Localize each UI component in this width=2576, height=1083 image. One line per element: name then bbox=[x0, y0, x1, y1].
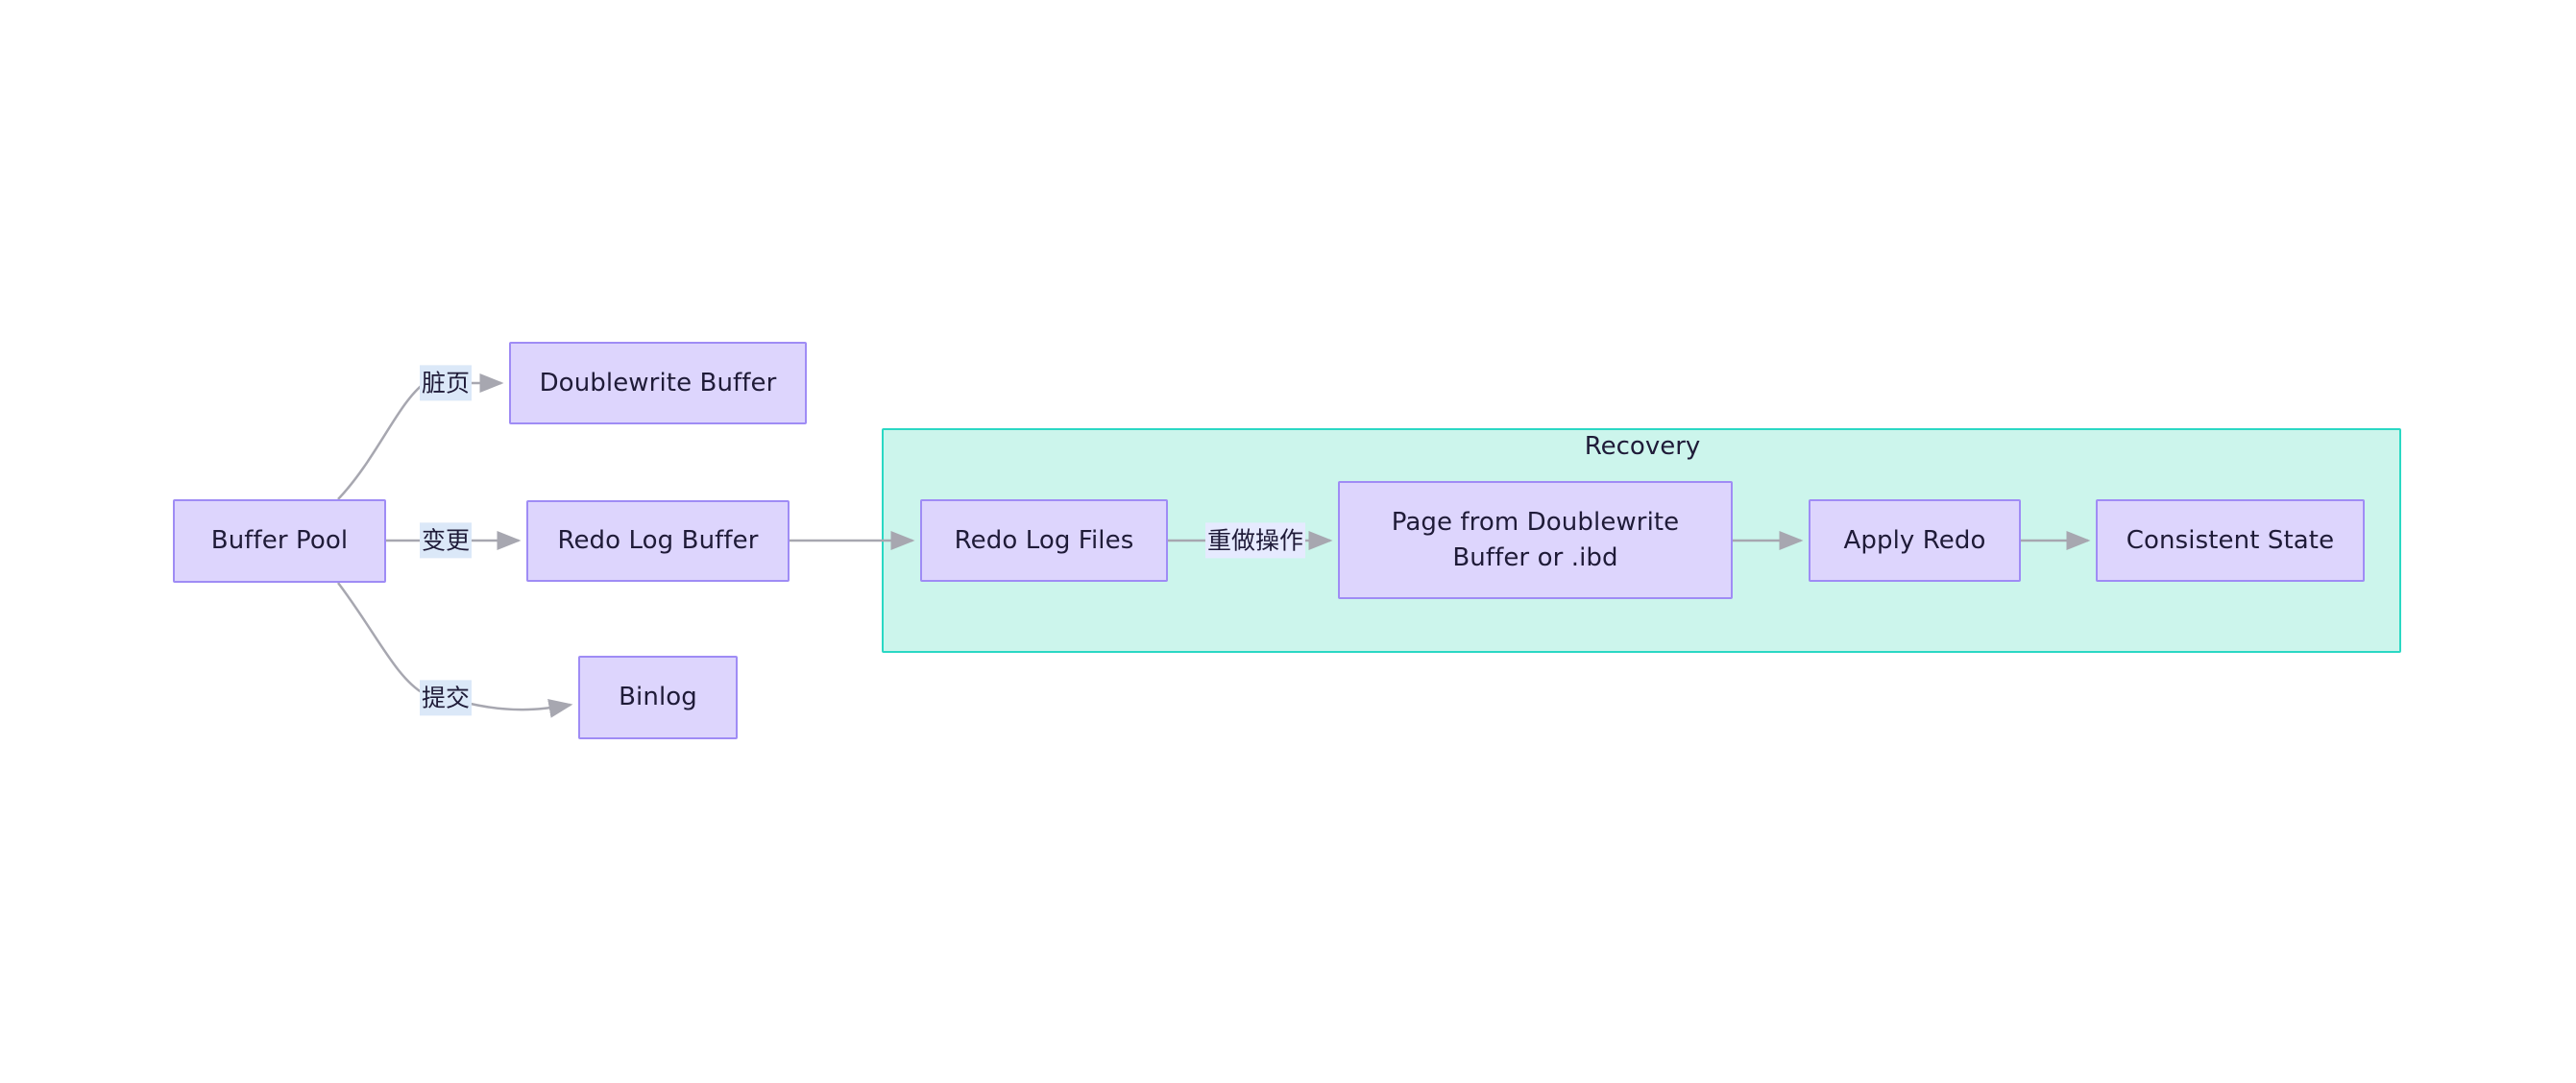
node-apply-redo[interactable]: Apply Redo bbox=[1809, 499, 2021, 582]
cluster-recovery-title: Recovery bbox=[1584, 432, 1701, 461]
node-apply-redo-label: Apply Redo bbox=[1843, 525, 1986, 555]
edge-label-dirty-page: 脏页 bbox=[419, 365, 473, 401]
edge-buffer-pool-to-doublewrite-buffer bbox=[337, 382, 425, 500]
node-redo-log-buffer-label: Redo Log Buffer bbox=[557, 526, 759, 556]
node-page-from-doublewrite-label: Page from Doublewrite Buffer or .ibd bbox=[1391, 507, 1680, 572]
edge-arrow-binlog bbox=[470, 699, 573, 718]
node-doublewrite-buffer[interactable]: Doublewrite Buffer bbox=[509, 342, 807, 424]
node-redo-log-buffer[interactable]: Redo Log Buffer bbox=[526, 500, 790, 582]
edge-buffer-pool-to-binlog bbox=[337, 582, 425, 696]
edge-label-commit: 提交 bbox=[419, 680, 473, 716]
node-binlog-label: Binlog bbox=[619, 683, 697, 712]
node-consistent-state[interactable]: Consistent State bbox=[2096, 499, 2365, 582]
edge-label-redo-operation: 重做操作 bbox=[1204, 522, 1306, 559]
node-doublewrite-buffer-label: Doublewrite Buffer bbox=[539, 368, 777, 397]
node-page-from-doublewrite[interactable]: Page from Doublewrite Buffer or .ibd bbox=[1338, 481, 1733, 599]
edge-label-change: 变更 bbox=[419, 522, 473, 559]
node-redo-log-files-label: Redo Log Files bbox=[954, 525, 1134, 555]
node-buffer-pool-label: Buffer Pool bbox=[210, 526, 349, 556]
node-buffer-pool[interactable]: Buffer Pool bbox=[173, 499, 386, 583]
node-binlog[interactable]: Binlog bbox=[578, 656, 738, 739]
node-consistent-state-label: Consistent State bbox=[2126, 525, 2335, 555]
node-redo-log-files[interactable]: Redo Log Files bbox=[920, 499, 1168, 582]
